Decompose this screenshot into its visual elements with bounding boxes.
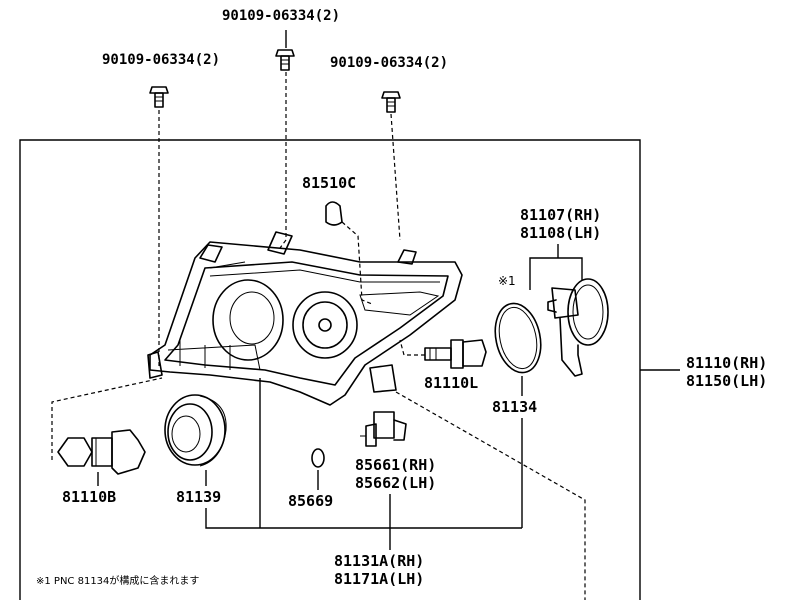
bracket-socket <box>529 257 583 290</box>
label-small-bulb: 81510C <box>302 174 356 192</box>
label-bolt-right: 90109-06334(2) <box>330 55 448 71</box>
label-unit-rh: 81131A(RH) <box>334 552 424 570</box>
label-motor-lh: 85662(LH) <box>355 474 436 492</box>
label-note-mark: ※1 <box>498 274 516 288</box>
label-socket-rh: 81107(RH) <box>520 206 601 224</box>
leader-bolt-right <box>390 113 401 241</box>
bolt-right-icon <box>381 91 401 113</box>
leader-high-bulb <box>51 377 163 460</box>
high-beam-bulb-icon <box>57 429 146 475</box>
headlamp-housing <box>147 231 463 406</box>
label-bolt-top: 90109-06334(2) <box>222 8 340 24</box>
small-bulb-icon <box>325 201 343 226</box>
footnote: ※1 PNC 81134が構成に含まれます <box>36 574 199 587</box>
bulb-cap-icon <box>311 448 325 468</box>
label-low-bulb: 81110L <box>424 374 478 392</box>
label-gasket: 81134 <box>492 398 537 416</box>
gasket-ring-icon <box>494 302 542 374</box>
label-bulb-cap: 85669 <box>288 492 333 510</box>
bolt-top-icon <box>275 49 295 71</box>
label-assy-lh: 81150(LH) <box>686 372 767 390</box>
bolt-left-icon <box>149 86 169 108</box>
label-assy-rh: 81110(RH) <box>686 354 767 372</box>
socket-icon <box>547 278 609 377</box>
bracket-unit <box>205 378 522 550</box>
cover-cap-icon <box>164 394 227 467</box>
label-motor-rh: 85661(RH) <box>355 456 436 474</box>
leader-small-bulb <box>341 221 373 305</box>
label-socket-lh: 81108(LH) <box>520 224 601 242</box>
label-bolt-left: 90109-06334(2) <box>102 52 220 68</box>
leveling-motor-icon <box>360 411 407 447</box>
label-cover: 81139 <box>176 488 221 506</box>
leader-motor <box>395 391 586 600</box>
low-beam-bulb-icon <box>424 339 487 369</box>
label-high-bulb: 81110B <box>62 488 116 506</box>
leader-bolt-top <box>279 72 287 249</box>
label-unit-lh: 81171A(LH) <box>334 570 424 588</box>
leader-low-bulb <box>399 339 425 356</box>
